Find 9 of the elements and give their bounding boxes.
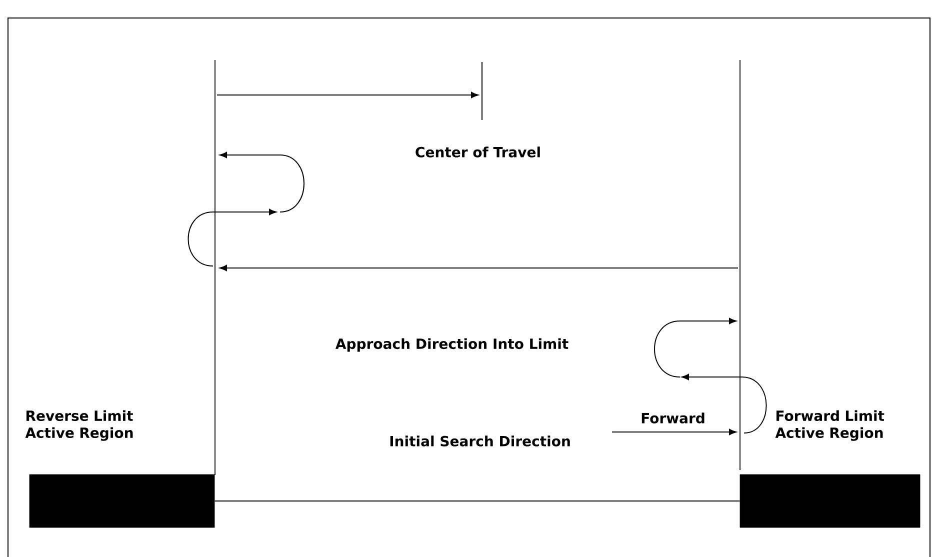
text-label: Forward (642, 412, 704, 424)
connecting-line (214, 500, 740, 502)
text-label: Center of Travel (416, 146, 540, 158)
text-label: Approach Direction Into Limit (335, 338, 568, 352)
node-label: Reverse Limit Active Region (25, 410, 133, 441)
text-label: Initial Search Direction (390, 436, 570, 446)
limit-region: Forward Limit Active Region (740, 410, 920, 528)
limit-region: Reverse Limit Active Region (25, 410, 215, 528)
node-label: Forward Limit Active Region (775, 410, 884, 441)
